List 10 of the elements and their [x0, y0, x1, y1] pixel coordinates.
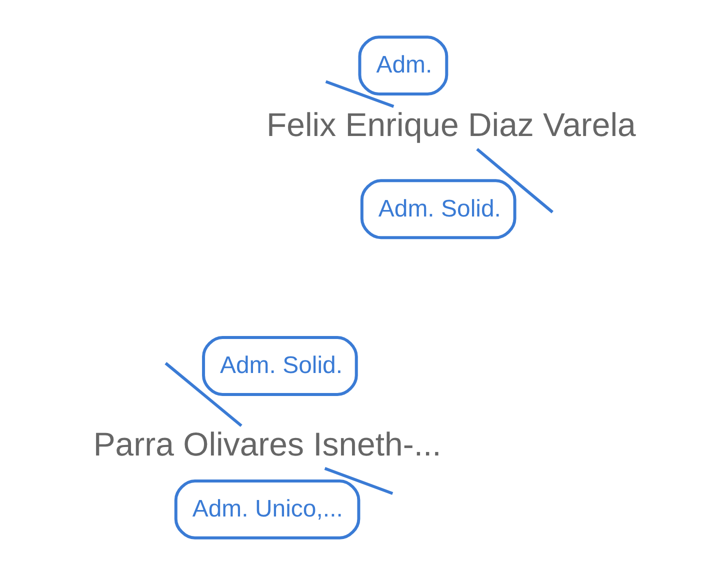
- node-text: Felix Enrique Diaz Varela: [266, 106, 636, 143]
- edge-label: Adm. Solid.: [220, 352, 342, 380]
- connector: [164, 362, 242, 427]
- connector: [476, 148, 553, 214]
- connector: [324, 80, 394, 108]
- node-text: Parra Olivares Isneth-...: [92, 426, 441, 463]
- edge-label: Adm. Unico,...: [192, 496, 342, 523]
- edge-label: Adm. Solid.: [378, 195, 500, 222]
- connector: [324, 467, 393, 495]
- edge-label: Adm.: [376, 52, 432, 79]
